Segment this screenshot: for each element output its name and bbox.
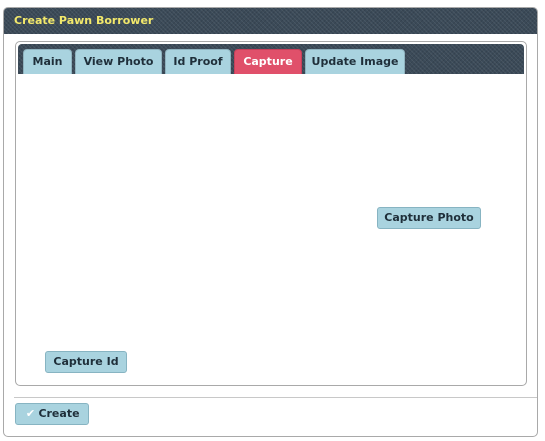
create-button[interactable]: ✔Create [15, 403, 89, 425]
dialog-title: Create Pawn Borrower [14, 14, 154, 27]
dialog-titlebar[interactable]: Create Pawn Borrower [4, 8, 537, 34]
tab-capture[interactable]: Capture [234, 49, 302, 74]
capture-photo-button[interactable]: Capture Photo [377, 207, 481, 229]
tab-id-proof[interactable]: Id Proof [165, 49, 231, 74]
tab-strip: Main View Photo Id Proof Capture Update … [18, 44, 524, 74]
footer-divider [14, 397, 537, 398]
create-pawn-borrower-dialog: Create Pawn Borrower Main View Photo Id … [3, 7, 538, 437]
create-button-label: Create [38, 407, 80, 420]
tab-panel: Main View Photo Id Proof Capture Update … [15, 41, 527, 386]
tab-view-photo[interactable]: View Photo [75, 49, 162, 74]
capture-id-button[interactable]: Capture Id [45, 351, 127, 373]
tab-update-image[interactable]: Update Image [305, 49, 405, 74]
tab-main[interactable]: Main [23, 49, 72, 74]
check-icon: ✔ [25, 407, 36, 420]
